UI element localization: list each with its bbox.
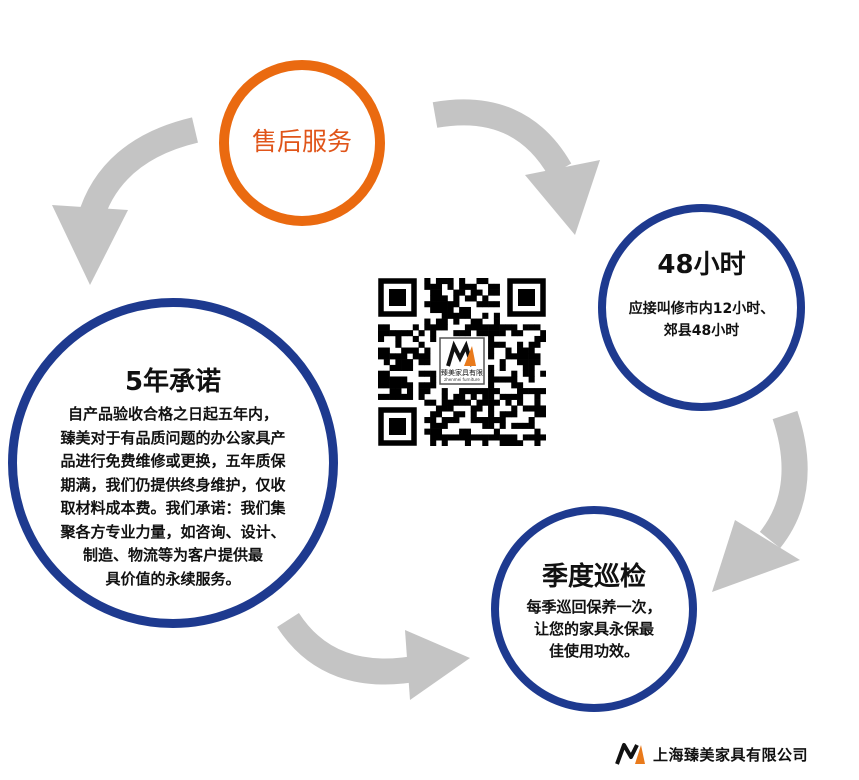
qr-code-icon[interactable]: 臻美家具有限 zhenmei furniture <box>378 278 546 446</box>
after-sales-service-circle: 售后服务 <box>219 60 385 226</box>
company-name: 上海臻美家具有限公司 <box>653 745 809 764</box>
48-hours-title: 48小时 <box>657 250 746 280</box>
curved-arrow-icon <box>52 117 199 285</box>
after-sales-title: 售后服务 <box>251 127 352 156</box>
qr-logo: 臻美家具有限 zhenmei furniture <box>441 340 483 382</box>
quarterly-title: 季度巡检 <box>541 562 646 592</box>
company-logo-icon <box>615 743 645 765</box>
body-line: 期满，我们仍提供终身维护，仅收 <box>60 475 286 494</box>
qr-logo-text: 臻美家具有限 <box>441 368 483 377</box>
body-line: 制造、物流等为客户提供最 <box>82 546 263 564</box>
quarterly-inspection-circle: 季度巡检 每季巡回保养一次， 让您的家具永保最 佳使用功效。 <box>491 506 697 712</box>
body-line: 让您的家具永保最 <box>533 620 654 638</box>
48-hours-body: 应接叫修市内12小时、 郊县48小时 <box>612 298 791 342</box>
body-line: 自产品验收合格之日起五年内， <box>67 405 278 423</box>
curved-arrow-icon <box>432 99 600 235</box>
quarterly-body: 每季巡回保养一次， 让您的家具永保最 佳使用功效。 <box>507 596 681 662</box>
body-line: 品进行免费维修或更换，五年质保 <box>60 452 286 470</box>
company-footer: 上海臻美家具有限公司 <box>615 740 808 768</box>
curved-arrow-icon <box>712 410 808 592</box>
five-year-promise-circle: 5年承诺 自产品验收合格之日起五年内， 臻美对于有品质问题的办公家具产 品进行免… <box>8 298 338 628</box>
body-line: 郊县48小时 <box>663 323 740 339</box>
five-year-body: 自产品验收合格之日起五年内， 臻美对于有品质问题的办公家具产 品进行免费维修或更… <box>39 403 307 591</box>
body-line: 每季巡回保养一次， <box>526 598 662 616</box>
curved-arrow-icon <box>277 612 470 700</box>
body-line: 应接叫修市内12小时、 <box>628 301 775 317</box>
body-line: 具价值的永续服务。 <box>105 569 241 588</box>
body-line: 取材料成本费。我们承诺：我们集 <box>60 499 286 517</box>
five-year-title: 5年承诺 <box>124 367 222 397</box>
body-line: 佳使用功效。 <box>548 642 639 660</box>
body-line: 聚各方专业力量，如咨询、设计、 <box>60 522 286 541</box>
qr-logo-subtext: zhenmei furniture <box>444 377 480 382</box>
body-line: 臻美对于有品质问题的办公家具产 <box>60 428 286 447</box>
48-hours-circle: 48小时 应接叫修市内12小时、 郊县48小时 <box>598 204 805 411</box>
